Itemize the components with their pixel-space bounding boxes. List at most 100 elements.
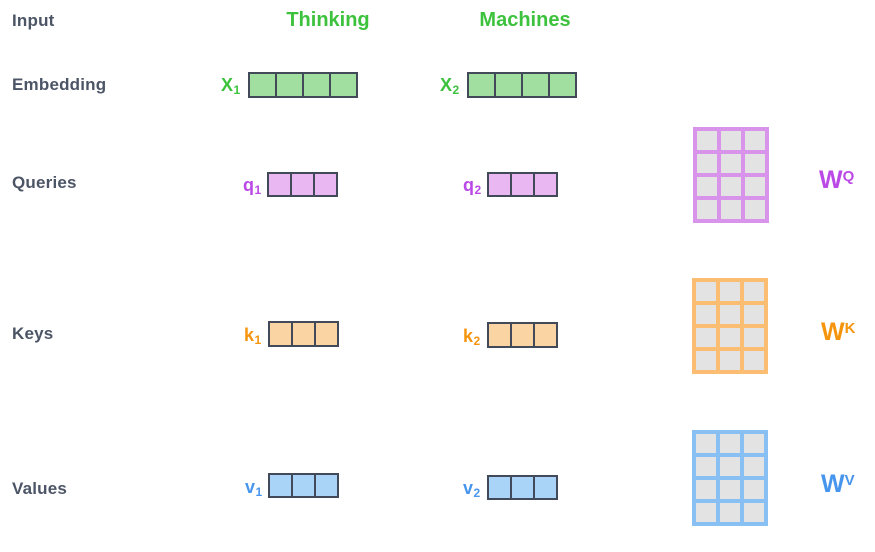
query-vector-q1 [267,172,338,197]
matrix-cell [720,434,740,453]
label-subscript: 2 [473,486,481,500]
label-subscript: 2 [473,334,481,348]
vector-cell [533,322,558,348]
matrix-label-wk: WK [821,320,855,345]
weight-matrix-wv [692,430,768,526]
matrix-cell [721,177,741,196]
matrix-cell [696,503,716,522]
value-vector-label-v2: v2 [463,478,481,500]
vector-cell [533,475,558,500]
matrix-cell [720,480,740,499]
vector-cell [313,172,338,197]
key-vector-label-k1: k1 [244,326,262,347]
vector-cell [487,322,512,348]
vector-cell [510,172,535,197]
label-subscript: 2 [452,83,460,97]
vector-cell [314,473,339,498]
matrix-cell [697,154,717,173]
matrix-cell [720,305,740,324]
label-base: k [463,326,474,346]
vector-cell [329,72,358,98]
weight-matrix-wq [693,127,769,223]
vector-cell [521,72,550,98]
matrix-cell [744,351,764,370]
value-vector-v1 [268,473,339,498]
vector-cell [494,72,523,98]
matrix-cell [721,131,741,150]
matrix-cell [696,434,716,453]
matrix-cell [745,177,765,196]
token-header-machines: Machines [479,9,571,31]
embedding-vector-x1 [248,72,358,98]
matrix-cell [720,328,740,347]
vector-cell [291,321,316,347]
label-base: X [440,75,453,95]
vector-cell [548,72,577,98]
label-base: X [221,75,234,95]
matrix-cell [744,282,764,301]
row-label-input: Input [12,11,55,30]
matrix-cell [696,457,716,476]
label-base: W [819,166,843,194]
matrix-cell [744,503,764,522]
row-label-embedding: Embedding [12,75,107,94]
matrix-cell [745,154,765,173]
matrix-cell [720,457,740,476]
vector-cell [467,72,496,98]
vector-cell [510,322,535,348]
query-vector-q2 [487,172,558,197]
vector-cell [267,172,292,197]
vector-cell [291,473,316,498]
vector-cell [510,475,535,500]
matrix-cell [697,177,717,196]
query-vector-label-q2: q2 [463,175,482,197]
matrix-cell [696,351,716,370]
label-base: q [463,175,474,195]
matrix-cell [696,328,716,347]
matrix-cell [696,480,716,499]
embedding-vector-label-x1: X1 [221,75,241,97]
vector-cell [487,172,512,197]
label-subscript: 2 [474,183,482,197]
label-subscript: 1 [255,485,263,499]
label-superscript: Q [842,168,855,185]
matrix-cell [721,200,741,219]
matrix-cell [745,200,765,219]
embedding-vector-x2 [467,72,577,98]
query-vector-label-q1: q1 [243,175,262,197]
matrix-cell [744,434,764,453]
matrix-cell [720,351,740,370]
matrix-cell [744,305,764,324]
matrix-cell [744,457,764,476]
vector-cell [248,72,277,98]
vector-cell [268,473,293,498]
label-subscript: 1 [254,183,262,197]
vector-cell [268,321,293,347]
matrix-label-wv: WV [821,472,855,497]
label-subscript: 1 [254,333,262,347]
key-vector-label-k2: k2 [463,326,481,348]
matrix-cell [720,282,740,301]
label-superscript: V [844,472,855,489]
value-vector-v2 [487,475,558,500]
matrix-cell [696,282,716,301]
label-superscript: K [844,320,856,337]
matrix-cell [720,503,740,522]
label-subscript: 1 [233,83,241,97]
key-vector-k2 [487,322,558,348]
label-base: q [243,175,254,195]
token-header-thinking: Thinking [286,9,370,31]
row-label-queries: Queries [12,173,77,192]
matrix-label-wq: WQ [819,168,854,193]
vector-cell [487,475,512,500]
matrix-cell [721,154,741,173]
vector-cell [314,321,339,347]
label-base: v [463,478,474,498]
matrix-cell [744,480,764,499]
vector-cell [290,172,315,197]
vector-cell [275,72,304,98]
matrix-cell [697,131,717,150]
label-base: v [245,477,256,497]
key-vector-k1 [268,321,339,347]
